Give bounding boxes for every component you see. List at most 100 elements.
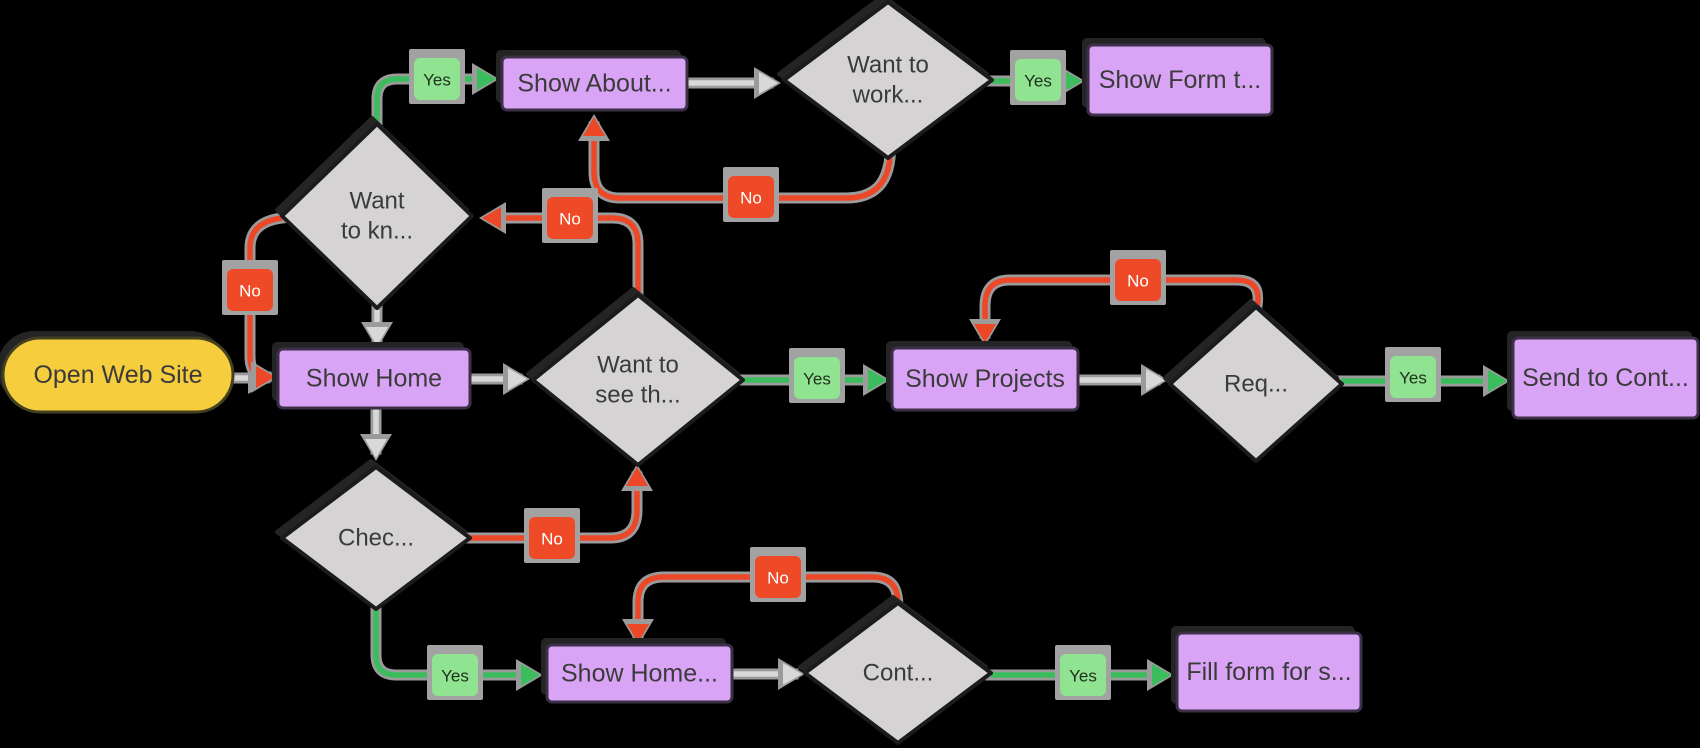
node-open-web-site[interactable]: Open Web Site — [0, 331, 235, 414]
edge-wantknow-yes-showabout[interactable] — [371, 63, 499, 131]
node-fill-form[interactable]: Fill form for s... — [1171, 626, 1363, 713]
arrowhead-icon — [366, 327, 388, 346]
edge-label-yes-wantsee-yes-showprojects[interactable]: Yes — [789, 348, 845, 403]
node-label: Show Projects — [905, 365, 1065, 393]
arrowhead-icon — [868, 369, 887, 391]
decision-shape — [803, 601, 993, 745]
edge-line — [982, 277, 1261, 333]
edge-label-no-wantwork-no-showabout[interactable]: No — [723, 167, 779, 222]
node-label: Req... — [1224, 371, 1288, 398]
label-text: No — [1127, 272, 1149, 291]
edge-label-yes-check-yes-showhome2[interactable]: Yes — [427, 645, 483, 700]
node-label: Send to Cont... — [1522, 364, 1689, 392]
label-badge — [728, 176, 774, 218]
edge-showhome2-to-contact[interactable] — [726, 658, 805, 690]
node-show-home[interactable]: Show Home — [272, 342, 472, 410]
node-show-projects[interactable]: Show Projects — [886, 341, 1080, 412]
arrowhead-icon — [1488, 370, 1507, 392]
arrowhead-icon — [627, 624, 649, 643]
edge-showhome-to-wantsee[interactable] — [464, 363, 530, 395]
process-shape — [1175, 631, 1363, 713]
edge-showhome-to-check[interactable] — [360, 402, 392, 461]
edge-label-yes-wantknow-yes-showabout[interactable]: Yes — [409, 49, 465, 104]
arrowhead-icon — [783, 663, 802, 685]
arrowhead-icon — [1146, 369, 1165, 391]
decision-shape — [782, 0, 994, 160]
node-show-home-2[interactable]: Show Home... — [541, 638, 734, 704]
arrowhead-icon — [521, 664, 540, 686]
label-badge — [547, 197, 593, 239]
node-check[interactable]: Chec... — [275, 459, 472, 611]
label-text: Yes — [423, 71, 451, 90]
edge-label-no-wantknow-no-showhome[interactable]: No — [222, 260, 278, 315]
edge-check-no-wantsee[interactable] — [464, 464, 653, 544]
label-badge — [227, 269, 273, 311]
node-label: see th... — [595, 382, 680, 409]
arrowhead-icon — [1152, 664, 1171, 686]
label-badge — [1060, 654, 1106, 696]
node-label: Show About... — [517, 70, 671, 98]
process-shape — [276, 347, 472, 410]
edge-label-no-request-no-showprojects[interactable]: No — [1110, 250, 1166, 305]
label-badge — [1390, 356, 1436, 398]
label-badge — [794, 357, 840, 399]
node-send-to-contact[interactable]: Send to Cont... — [1507, 331, 1700, 420]
node-show-about[interactable]: Show About... — [496, 50, 689, 112]
node-contact[interactable]: Cont... — [798, 595, 993, 745]
node-label: Show Home... — [561, 660, 718, 688]
arrowhead-icon — [477, 68, 496, 90]
edge-label-yes-request-yes-sendcontact[interactable]: Yes — [1385, 347, 1441, 402]
edge-wantknow-to-showhome[interactable] — [361, 304, 393, 349]
label-text: No — [541, 530, 563, 549]
process-shape — [890, 346, 1080, 412]
edges-layer — [227, 63, 1510, 691]
node-label: Fill form for s... — [1186, 658, 1351, 686]
edge-showabout-to-wantwork[interactable] — [681, 67, 781, 99]
edge-check-yes-showhome2[interactable] — [370, 603, 543, 691]
edge-showprojects-to-request[interactable] — [1072, 364, 1168, 396]
decision-shape — [280, 465, 472, 611]
edge-line — [493, 215, 641, 295]
edge-label-yes-wantwork-yes-showform[interactable]: Yes — [1010, 50, 1066, 105]
edge-label-no-contact-no-showhome2[interactable]: No — [750, 547, 806, 602]
edge-line — [470, 477, 640, 541]
edge-line — [373, 609, 529, 678]
node-label: Cont... — [863, 660, 934, 687]
label-text: Yes — [1399, 369, 1427, 388]
arrowhead-icon — [759, 72, 778, 94]
decision-shape — [280, 122, 474, 310]
arrowhead-icon — [365, 439, 387, 458]
edge-wantsee-no-wantknow[interactable] — [479, 202, 644, 301]
label-text: Yes — [803, 370, 831, 389]
node-request[interactable]: Req... — [1163, 299, 1344, 463]
edge-line — [635, 574, 901, 633]
process-shape — [1511, 336, 1700, 420]
node-want-to-work[interactable]: Want towork... — [777, 0, 994, 160]
node-label: Want — [349, 188, 404, 215]
start-shape — [1, 336, 235, 414]
edge-label-no-wantsee-no-wantknow[interactable]: No — [542, 188, 598, 243]
decision-shape — [1168, 305, 1344, 463]
edge-label-yes-contact-yes-fillform[interactable]: Yes — [1055, 645, 1111, 700]
decision-shape — [531, 293, 745, 467]
arrowhead-icon — [626, 467, 648, 486]
label-text: No — [239, 282, 261, 301]
arrowhead-icon — [256, 366, 275, 388]
node-label: Open Web Site — [33, 361, 202, 389]
edge-contact-no-showhome2[interactable] — [622, 571, 904, 646]
label-text: No — [559, 210, 581, 229]
edge-label-no-check-no-wantsee[interactable]: No — [524, 508, 580, 563]
node-show-form[interactable]: Show Form t... — [1082, 38, 1274, 117]
node-label: Show Form t... — [1099, 66, 1262, 94]
label-text: Yes — [441, 667, 469, 686]
node-label: Want to — [847, 52, 929, 79]
edge-request-no-showprojects[interactable] — [969, 274, 1264, 346]
node-label: Show Home — [306, 365, 442, 393]
label-badge — [414, 58, 460, 100]
